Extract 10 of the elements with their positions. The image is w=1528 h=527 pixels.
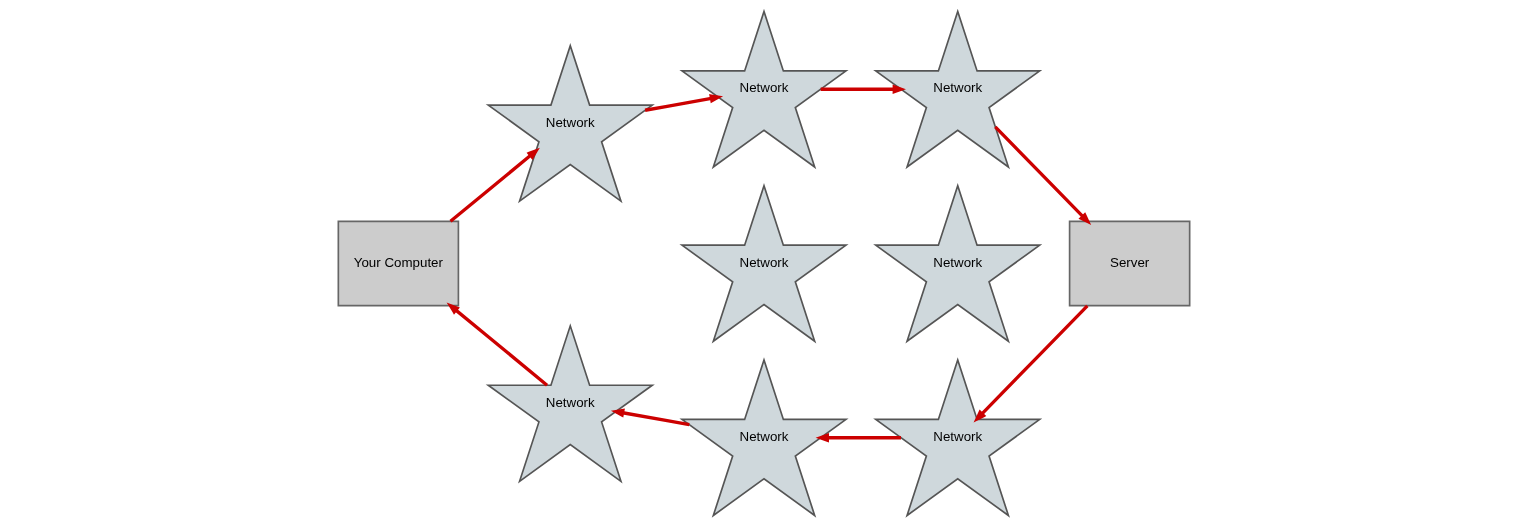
arrow [994, 125, 1092, 225]
arrow [820, 84, 906, 94]
arrow [644, 94, 724, 112]
arrow [610, 408, 690, 427]
node-box: Server [1068, 220, 1191, 307]
arrow [449, 147, 540, 223]
arrow [815, 433, 901, 443]
node-box: Your Computer [337, 220, 460, 307]
arrow [973, 304, 1089, 423]
arrow [446, 302, 549, 387]
